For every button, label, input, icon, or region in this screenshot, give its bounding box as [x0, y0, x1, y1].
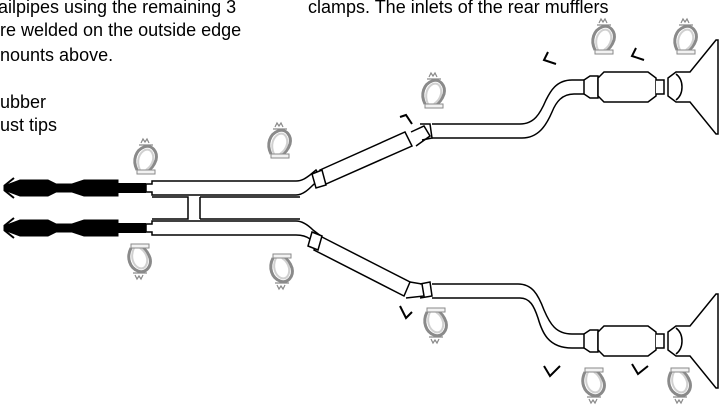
hanger-mid-lower	[399, 305, 413, 320]
clamp-icon	[673, 17, 698, 56]
clamp-icon	[423, 306, 448, 345]
clamp-icon	[133, 137, 158, 176]
rear-muffler-lower	[583, 293, 719, 389]
instruction-text-line-5: ust tips	[0, 115, 58, 135]
hanger-rear-lower-2	[631, 363, 649, 376]
tailpipe-section-upper	[145, 168, 322, 196]
tailpipe-section-lower	[145, 220, 323, 246]
instruction-text-line-1: ailpipes using the remaining 3	[0, 0, 237, 17]
instruction-text-line-4: ubber	[0, 92, 47, 112]
instruction-text-line-3: nounts above.	[0, 45, 114, 65]
clamp-icon	[267, 121, 292, 160]
instruction-text-line-2: re welded on the outside edge	[0, 20, 242, 40]
rear-pipe-lower	[432, 283, 584, 349]
clamp-icon	[581, 366, 606, 405]
instruction-text-right-line-1: clamps. The inlets of the rear mufflers	[308, 0, 609, 17]
clamp-icon	[591, 17, 616, 56]
rear-muffler-upper	[583, 39, 719, 135]
rear-pipe-upper	[432, 79, 584, 139]
hanger-rear-upper-1	[542, 51, 557, 65]
mid-pipe-lower	[307, 230, 411, 298]
hanger-rear-lower-1	[543, 365, 561, 378]
exhaust-tip-upper	[3, 177, 146, 199]
clamp-icon	[269, 252, 294, 291]
mid-pipe-upper	[311, 131, 414, 189]
hanger-rear-upper-2	[630, 47, 645, 61]
clamp-icon	[421, 71, 446, 110]
clamp-icon	[667, 366, 692, 405]
hanger-mid-upper	[399, 114, 413, 125]
exhaust-tip-lower	[3, 217, 146, 239]
clamp-icon	[127, 242, 152, 281]
